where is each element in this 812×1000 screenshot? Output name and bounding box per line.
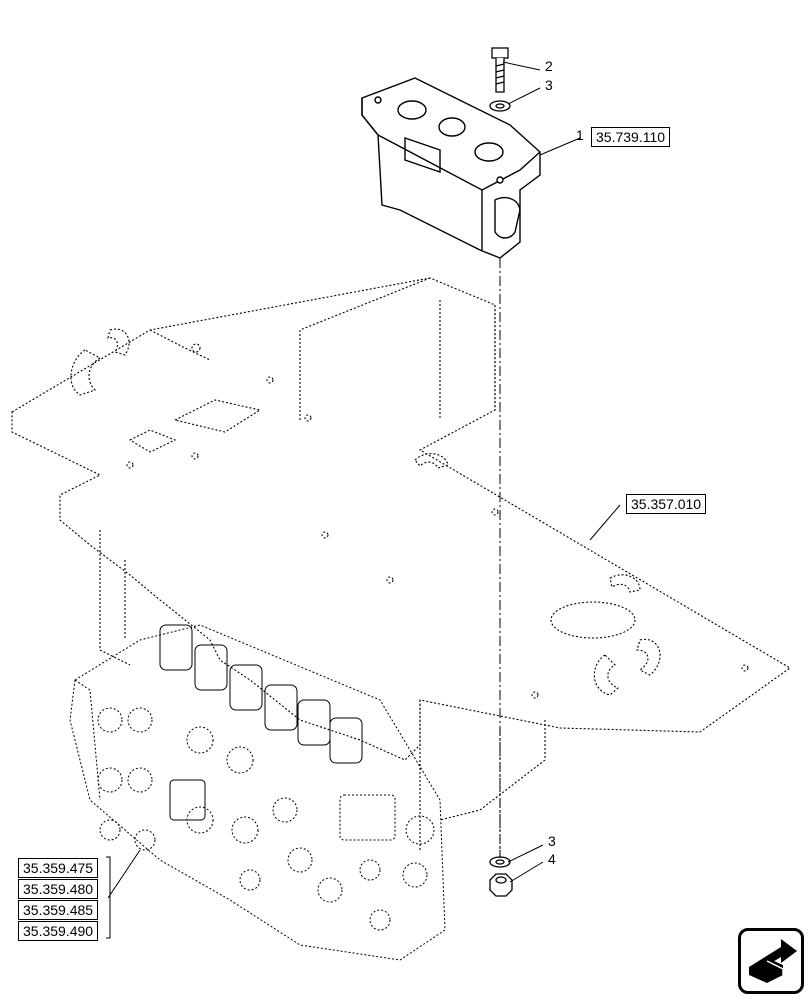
- nut: [489, 873, 513, 897]
- bolt: [491, 47, 509, 93]
- callout-3-bottom: 3: [548, 833, 556, 849]
- leader-lines: [106, 61, 621, 939]
- control-valve-assembly: [69, 624, 446, 961]
- ref-valve-4[interactable]: 35.359.490: [18, 921, 99, 941]
- washer-bottom: [489, 856, 511, 868]
- callout-4: 4: [548, 851, 556, 867]
- ref-valve-3[interactable]: 35.359.485: [18, 900, 99, 920]
- next-page-arrow-icon: [749, 939, 797, 983]
- ref-valve-1[interactable]: 35.359.475: [18, 858, 99, 878]
- next-page-button[interactable]: [738, 928, 804, 994]
- valve-block: [361, 77, 541, 259]
- ref-valve-2[interactable]: 35.359.480: [18, 879, 99, 899]
- ref-frame[interactable]: 35.357.010: [626, 494, 707, 514]
- mounting-frame: [11, 277, 792, 860]
- callout-3-top: 3: [545, 77, 553, 93]
- ref-top-block[interactable]: 35.739.110: [591, 127, 671, 147]
- callout-2: 2: [545, 58, 553, 74]
- washer-top: [489, 100, 511, 112]
- callout-1: 1: [576, 127, 584, 143]
